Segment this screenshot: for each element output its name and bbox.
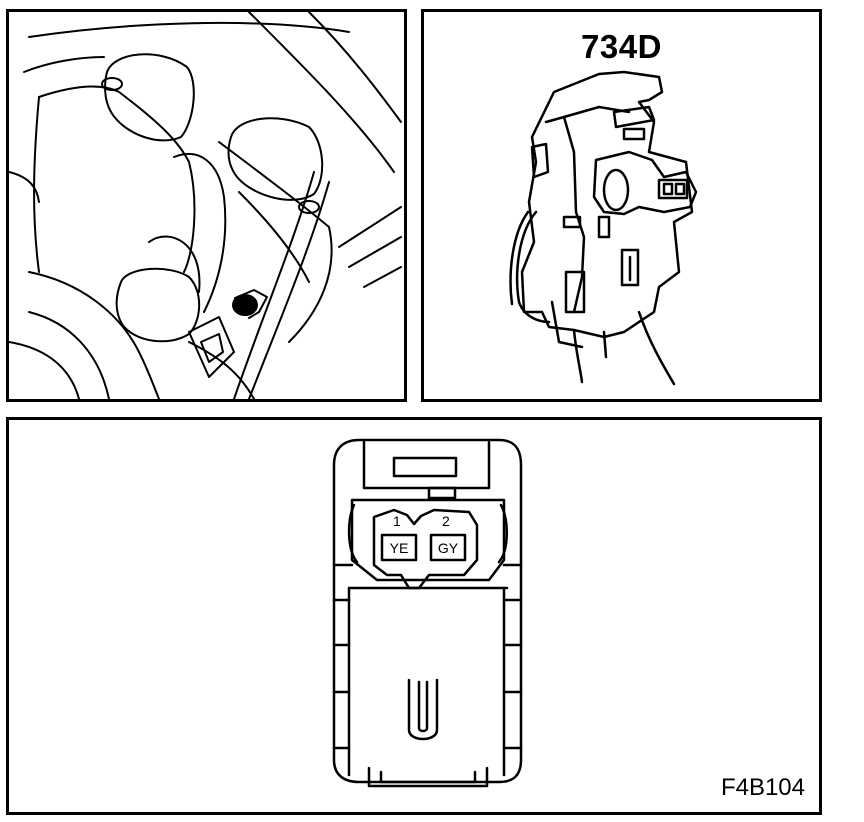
connector-face-panel: 1 2 YE GY F4B104 [6, 417, 822, 815]
pin-1-wire-color: YE [389, 540, 409, 556]
figure-code-label: F4B104 [720, 774, 805, 801]
rear-seat-illustration [9, 12, 402, 399]
component-panel: 734D [421, 9, 822, 402]
seat-location-panel [6, 9, 407, 402]
pin-2-number: 2 [442, 513, 450, 529]
pin-2-wire-color: GY [437, 540, 459, 556]
connector-face-illustration [332, 438, 523, 788]
control-module-illustration [509, 70, 698, 386]
connector-id-label: 734D [581, 28, 662, 65]
pin-1-number: 1 [393, 513, 401, 529]
